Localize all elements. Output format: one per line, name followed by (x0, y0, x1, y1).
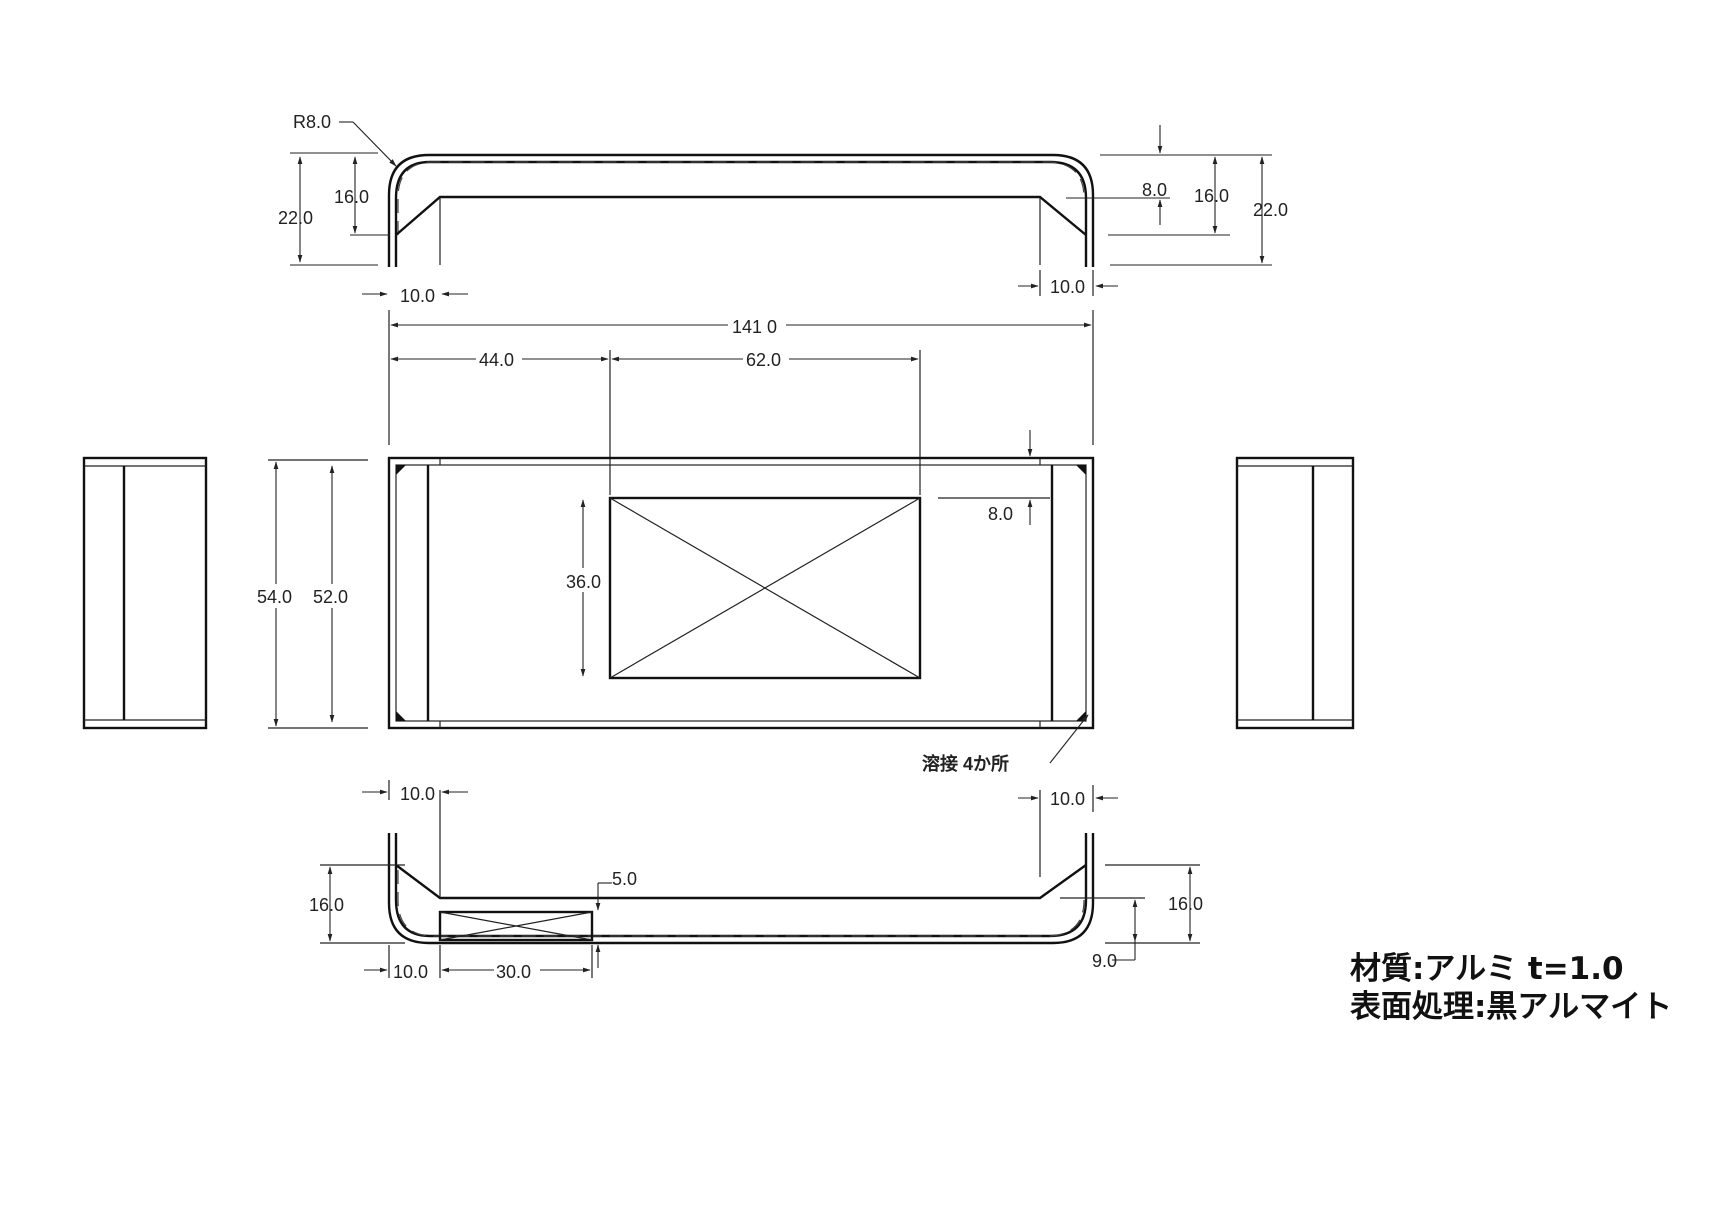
weld-mark (396, 465, 406, 475)
dim-44: 44.0 (479, 350, 514, 370)
dim-bottom-5: 5.0 (612, 869, 637, 889)
bottom-profile-outer (387, 833, 1095, 945)
weld-mark (396, 711, 406, 721)
spec-notes: 材質:アルミ t=1.0 表面処理:黒アルマイト (1350, 950, 1672, 1026)
dim-bottom-16-left: 16.0 (309, 895, 344, 915)
dim-bottom-10-top-right: 10.0 (1050, 789, 1085, 809)
top-elevation-view: 22.0 16.0 R8.0 8.0 16.0 22.0 10.0 10.0 (278, 112, 1288, 306)
dim-overall-141: 141 0 (732, 317, 777, 337)
dim-top-10-right: 10.0 (1050, 277, 1085, 297)
dim-top-10-left: 10.0 (400, 286, 435, 306)
radius-label: R8.0 (293, 112, 331, 132)
window-cutout (608, 496, 922, 680)
top-profile-outer (387, 153, 1095, 267)
dim-top-22-left: 22.0 (278, 208, 313, 228)
weld-mark (1076, 465, 1086, 475)
bottom-inner-floor (395, 864, 1087, 900)
right-side-view (1235, 456, 1355, 730)
dim-plan-8: 8.0 (988, 504, 1013, 524)
bottom-elevation-view: 10.0 10.0 16.0 5.0 16.0 9.0 10.0 (309, 780, 1203, 982)
material-note: 材質:アルミ t=1.0 (1350, 951, 1624, 987)
top-profile-inner (394, 160, 1088, 267)
top-profile-hidden (397, 161, 1085, 235)
top-inner-floor (395, 195, 1087, 236)
dim-bottom-10-top-left: 10.0 (400, 784, 435, 804)
finish-note: 表面処理:黒アルマイト (1350, 989, 1673, 1025)
dim-top-16-right: 16.0 (1194, 186, 1229, 206)
bottom-profile-inner (394, 833, 1088, 938)
slot-cutout (438, 910, 594, 942)
left-side-view (82, 456, 208, 730)
dim-52: 52.0 (313, 587, 348, 607)
dim-bottom-10: 10.0 (393, 962, 428, 982)
plan-view: 141 0 44.0 62.0 36.0 54.0 (255, 310, 1095, 774)
dim-bottom-30: 30.0 (496, 962, 531, 982)
weld-note: 溶接 4か所 (922, 753, 1009, 774)
dim-top-22-right: 22.0 (1253, 200, 1288, 220)
dim-36: 36.0 (566, 572, 601, 592)
dim-bottom-9: 9.0 (1092, 951, 1117, 971)
dim-top-16-left: 16.0 (334, 187, 369, 207)
bottom-profile-hidden (397, 870, 1085, 937)
dim-bottom-16-right: 16.0 (1168, 894, 1203, 914)
dim-62: 62.0 (746, 350, 781, 370)
dim-54: 54.0 (257, 587, 292, 607)
dim-top-8: 8.0 (1142, 180, 1167, 200)
